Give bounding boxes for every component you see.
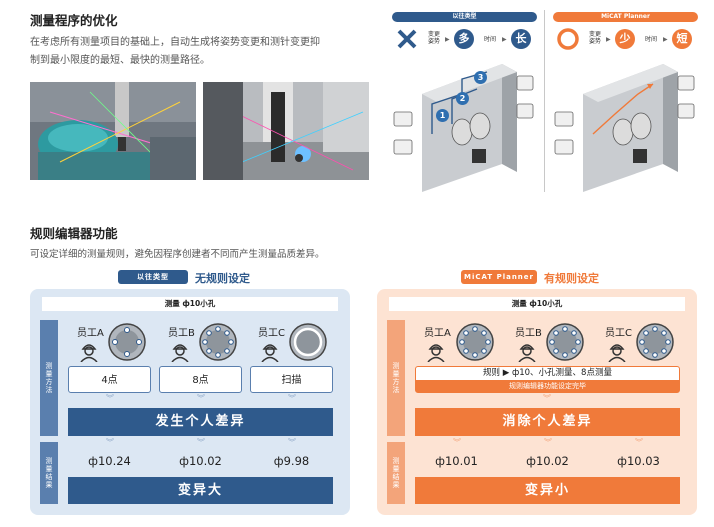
- hole-scan-icon: [289, 323, 327, 361]
- left-panel-title: 无规则设定: [195, 272, 250, 285]
- worker-icon: [427, 344, 445, 362]
- left-method-label: 测量方法: [40, 320, 58, 436]
- left-panel-badge: 以往类型: [118, 270, 188, 284]
- right-value-b: ф10.02: [526, 454, 569, 468]
- step-marker-2: 2: [456, 92, 469, 105]
- left-value-a: ф10.24: [88, 454, 131, 468]
- chevron-down-icon: ︾: [106, 394, 114, 403]
- diagram-conventional-change-label: 变更姿势: [428, 31, 441, 45]
- hole-8point-icon: [546, 323, 584, 361]
- right-worker-a: 员工A: [424, 328, 451, 339]
- diagram-divider: [544, 10, 545, 192]
- hole-8point-icon: [636, 323, 674, 361]
- right-bar-eliminate-difference: 消除个人差异: [415, 408, 680, 436]
- right-worker-c: 员工C: [605, 328, 632, 339]
- left-worker-c: 员工C: [258, 328, 285, 339]
- left-value-b: ф10.02: [179, 454, 222, 468]
- arrow-icon: ▶: [663, 36, 668, 43]
- rule-box: 规则 ▶ ф10、小孔测量、8点测量 规则编辑器功能设定完毕: [415, 366, 680, 393]
- right-value-c: ф10.03: [617, 454, 660, 468]
- cmm-photo-1: [30, 82, 196, 180]
- diagram-conventional: 以往类型 变更姿势 ▶ 多 时间 ▶ 长 1 2 3: [392, 12, 537, 192]
- chevron-down-icon: ︾: [197, 438, 205, 447]
- arrow-icon: ▶: [445, 36, 450, 43]
- left-method-c: 扫描: [250, 366, 333, 393]
- hole-8point-icon: [456, 323, 494, 361]
- left-worker-b: 员工B: [168, 328, 195, 339]
- diagram-micat-time-value: 短: [672, 29, 692, 49]
- circle-ok-icon: [557, 28, 579, 50]
- right-method-label: 测量方法: [387, 320, 405, 436]
- diagram-conventional-change-value: 多: [454, 29, 474, 49]
- worker-icon: [171, 344, 189, 362]
- section-title-optimization: 测量程序的优化: [30, 13, 118, 28]
- optimization-description: 在考虑所有测量项目的基础上，自动生成将姿势变更和测针变更抑 制到最小限度的最短、…: [30, 34, 380, 70]
- diagram-micat: MiCAT Planner 变更姿势 ▶ 少 时间 ▶ 短: [553, 12, 698, 192]
- rules-description: 可设定详细的测量规则，避免因程序创建者不同而产生测量品质差异。: [30, 249, 325, 260]
- right-bar-small-variation: 变异小: [415, 477, 680, 504]
- diagram-micat-time-label: 时间: [645, 36, 658, 43]
- right-value-a: ф10.01: [435, 454, 478, 468]
- right-panel-badge: MiCAT Planner: [461, 270, 537, 284]
- arrow-icon: ▶: [502, 36, 507, 43]
- rule-subtext: 规则编辑器功能设定完毕: [416, 380, 679, 392]
- step-marker-3: 3: [474, 71, 487, 84]
- hole-4point-icon: [108, 323, 146, 361]
- chevron-down-icon: ︾: [288, 394, 296, 403]
- chevron-down-icon: ︾: [544, 438, 552, 447]
- left-method-a: 4点: [68, 366, 151, 393]
- right-result-label: 测量结果: [387, 442, 405, 504]
- diagram-micat-change-label: 变更姿势: [589, 31, 602, 45]
- diagram-micat-change-value: 少: [615, 29, 635, 49]
- diagram-conventional-time-value: 长: [511, 29, 531, 49]
- hole-8point-icon: [199, 323, 237, 361]
- part-drawing-micat: [554, 64, 695, 192]
- arrow-icon: ▶: [606, 36, 611, 43]
- chevron-down-icon: ︾: [197, 394, 205, 403]
- step-marker-1: 1: [436, 109, 449, 122]
- chevron-down-icon: ︾: [635, 438, 643, 447]
- right-panel-title: 有规则设定: [544, 272, 599, 285]
- left-value-c: ф9.98: [273, 454, 310, 468]
- diagram-conventional-time-label: 时间: [484, 36, 497, 43]
- worker-icon: [608, 344, 626, 362]
- description-line-1: 在考虑所有测量项目的基础上，自动生成将姿势变更和测针变更抑: [30, 37, 320, 48]
- left-strip: 测量 ф10小孔: [42, 297, 338, 311]
- rule-text: 规则 ▶ ф10、小孔测量、8点测量: [483, 368, 612, 378]
- worker-icon: [261, 344, 279, 362]
- worker-icon: [518, 344, 536, 362]
- chevron-down-icon: ︾: [543, 394, 551, 403]
- chevron-down-icon: ︾: [288, 438, 296, 447]
- section-title-rules: 规则编辑器功能: [30, 226, 118, 241]
- left-method-b: 8点: [159, 366, 242, 393]
- cross-icon: [397, 29, 417, 49]
- diagram-conventional-header: 以往类型: [392, 12, 537, 22]
- diagram-micat-header: MiCAT Planner: [553, 12, 698, 22]
- worker-icon: [80, 344, 98, 362]
- right-strip: 测量 ф10小孔: [389, 297, 685, 311]
- part-drawing-conventional: [393, 64, 534, 192]
- left-result-label: 测量结果: [40, 442, 58, 504]
- right-worker-b: 员工B: [515, 328, 542, 339]
- left-bar-individual-difference: 发生个人差异: [68, 408, 333, 436]
- left-bar-large-variation: 变异大: [68, 477, 333, 504]
- chevron-down-icon: ︾: [106, 438, 114, 447]
- description-line-2: 制到最小限度的最短、最快的测量路径。: [30, 55, 210, 66]
- chevron-down-icon: ︾: [453, 438, 461, 447]
- cmm-photo-2: [203, 82, 369, 180]
- left-worker-a: 员工A: [77, 328, 104, 339]
